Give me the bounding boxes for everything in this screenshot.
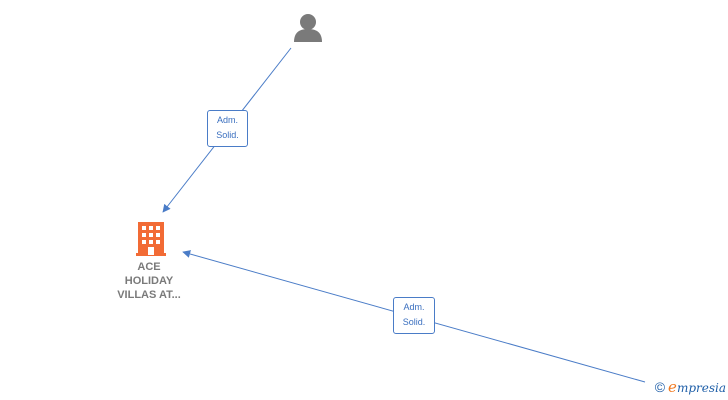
edge-label-line-1: Adm. (403, 302, 425, 312)
edge-label-line-1: Adm. (216, 115, 238, 125)
edge-label-line-2: Solid. (216, 130, 239, 140)
edge-label-external-company: Adm. Solid. (393, 297, 435, 334)
company-label[interactable]: ACE HOLIDAY VILLAS AT... (99, 260, 199, 302)
company-label-line-1: ACE (137, 261, 161, 273)
company-label-line-3: VILLAS AT... (117, 289, 181, 301)
brand-logo: empresia (668, 378, 726, 396)
building-icon[interactable] (136, 222, 166, 256)
copyright-icon: © (654, 379, 666, 395)
brand-name: mpresia (676, 381, 726, 395)
company-label-line-2: HOLIDAY (124, 275, 174, 287)
edge-label-person-company: Adm. Solid. (207, 110, 248, 147)
person-icon[interactable] (294, 14, 322, 42)
edge-label-line-2: Solid. (402, 317, 426, 327)
brand-initial: e (668, 378, 677, 396)
brand-watermark: © empresia (655, 378, 726, 396)
